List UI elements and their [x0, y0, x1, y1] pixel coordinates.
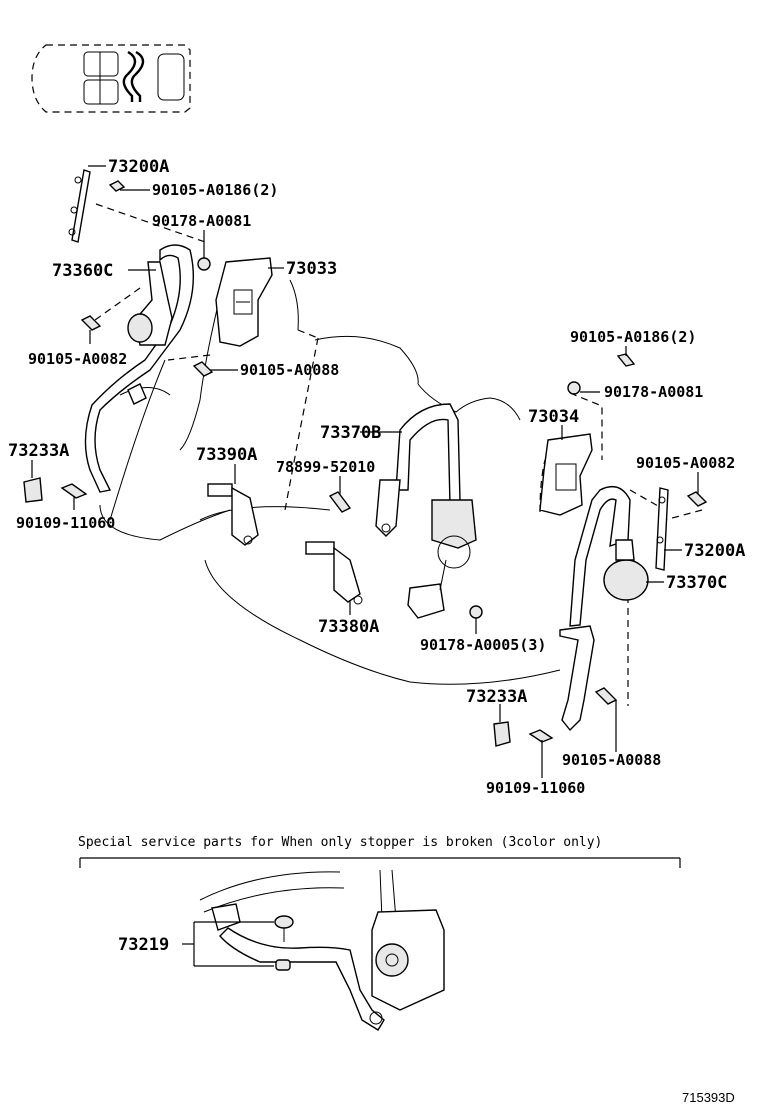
cover-73233A-right [493, 721, 511, 747]
label-73370C: 73370C [666, 573, 727, 593]
nut-90178-A0005 [469, 605, 483, 619]
label-73360C: 73360C [52, 261, 113, 281]
anchor-plate-73200A-right [655, 487, 669, 571]
nut-90178-A0081-left [197, 257, 211, 271]
bolt-90105-A0088-left [192, 361, 214, 377]
buckle-73390A [207, 483, 259, 546]
label-90109-11060-left: 90109-11060 [16, 514, 115, 532]
belt-cover-73034 [539, 433, 593, 516]
label-90178-A0081-top: 90178-A0081 [152, 212, 251, 230]
seat-belt-assembly-73370C [559, 486, 649, 732]
bolt-90105-A0088-right [594, 687, 618, 705]
label-73034: 73034 [528, 407, 579, 427]
label-73370B: 73370B [320, 423, 381, 443]
stopper-button [274, 915, 294, 929]
bolt-90105-A0082-left [80, 315, 102, 331]
leader-lines [31, 165, 699, 778]
buckle-stopper-detail [199, 869, 445, 1031]
label-73380A: 73380A [318, 617, 379, 637]
label-90105-A0082-left: 90105-A0082 [28, 350, 127, 368]
label-90105-A0186-top: 90105-A0186(2) [152, 181, 278, 199]
label-90105-A0186-right: 90105-A0186(2) [570, 328, 696, 346]
label-90178-A0081-right: 90178-A0081 [604, 383, 703, 401]
special-service-note: Special service parts for When only stop… [78, 835, 602, 850]
label-73200A-top: 73200A [108, 157, 169, 177]
label-90178-A0005: 90178-A0005(3) [420, 636, 546, 654]
label-73233A-left: 73233A [8, 441, 69, 461]
label-90105-A0082-right: 90105-A0082 [636, 454, 735, 472]
nut-90178-A0081-right [567, 381, 581, 395]
bolt-90105-A0186-left [108, 180, 126, 192]
label-90105-A0088-left: 90105-A0088 [240, 361, 339, 379]
diagram-reference-number: 715393D [682, 1090, 735, 1105]
label-73390A: 73390A [196, 445, 257, 465]
bolt-90109-11060-right [528, 729, 554, 743]
leader-73219 [182, 921, 274, 967]
label-73033: 73033 [286, 259, 337, 279]
stopper-clip [275, 959, 291, 971]
label-73219: 73219 [118, 935, 169, 955]
label-73200A-right: 73200A [684, 541, 745, 561]
buckle-73380A [305, 541, 363, 605]
bolt-90109-11060-left [60, 483, 88, 499]
cover-73233A-left [23, 477, 43, 503]
label-78899-52010: 78899-52010 [276, 458, 375, 476]
center-belt-73370B [375, 403, 477, 619]
label-90109-11060-right: 90109-11060 [486, 779, 585, 797]
label-90105-A0088-right: 90105-A0088 [562, 751, 661, 769]
bolt-78899-52010 [328, 491, 352, 513]
belt-cover-73033 [215, 257, 273, 347]
bolt-90105-A0186-right [616, 353, 636, 367]
label-73233A-right: 73233A [466, 687, 527, 707]
bolt-90105-A0082-right [686, 491, 708, 507]
vehicle-locator-icon [31, 44, 191, 113]
seat-belt-assembly-73360C [84, 244, 194, 493]
anchor-plate-73200A-left [68, 169, 91, 243]
